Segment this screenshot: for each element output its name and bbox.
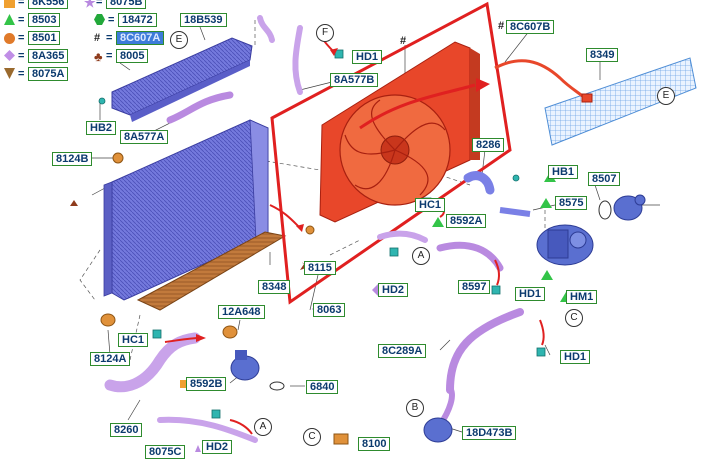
hose-8a577b — [292, 25, 303, 95]
part-label-hm1[interactable]: HM1 — [566, 290, 598, 304]
part-label-6840[interactable]: 6840 — [306, 380, 339, 394]
part-label-8597[interactable]: 8597 — [458, 280, 491, 294]
part-label-hb1[interactable]: HB1 — [548, 165, 579, 179]
fan-highlight-frame — [270, 1, 512, 305]
bracket-8124a — [100, 313, 116, 327]
connector-e-right: E — [657, 87, 675, 105]
part-label-18d473b[interactable]: 18D473B — [462, 426, 517, 440]
circle-orange-icon — [4, 33, 15, 44]
connector-f: F — [316, 24, 334, 42]
sensor-8507 — [634, 194, 646, 206]
hexagon-green-icon — [94, 14, 105, 25]
hose-8286 — [463, 171, 495, 195]
part-label-18b539[interactable]: 18B539 — [180, 13, 227, 27]
part-label-hd1-mid[interactable]: HD1 — [515, 287, 546, 301]
legend-code-8501[interactable]: 8501 — [28, 31, 61, 45]
cooling-fan-shroud — [319, 41, 480, 223]
part-label-8a577a[interactable]: 8A577A — [120, 130, 169, 144]
fan-harness-8c607b — [494, 59, 586, 100]
part-label-hash: # — [400, 35, 407, 47]
hose-8260 — [104, 332, 201, 393]
part-label-hb2[interactable]: HB2 — [86, 121, 117, 135]
part-label-8100[interactable]: 8100 — [358, 437, 391, 451]
legend-code-18472[interactable]: 18472 — [118, 13, 157, 27]
hose-8a577a — [166, 91, 234, 124]
connector-e-top: E — [170, 31, 188, 49]
part-label-8592a[interactable]: 8592A — [446, 214, 487, 228]
radiator — [103, 119, 269, 301]
triangle-down-brown-icon — [4, 68, 15, 79]
part-label-8349[interactable]: 8349 — [586, 48, 619, 62]
bracket-12a648 — [222, 325, 238, 339]
hash-icon: # — [94, 32, 101, 44]
legend-code-8c607a[interactable]: 8C607A — [116, 31, 165, 45]
part-label-8063[interactable]: 8063 — [313, 303, 346, 317]
part-label-8c289a[interactable]: 8C289A — [378, 344, 427, 358]
legend-code-8a365[interactable]: 8A365 — [28, 49, 69, 63]
part-label-8592b[interactable]: 8592B — [186, 377, 227, 391]
cap-8100 — [333, 433, 349, 445]
part-label-8286[interactable]: 8286 — [472, 138, 505, 152]
part-label-8a577b[interactable]: 8A577B — [330, 73, 379, 87]
connector-a-mid: A — [412, 247, 430, 265]
legend-code-8075b[interactable]: 8075B — [106, 0, 147, 9]
connector-c-low: C — [303, 428, 321, 446]
part-label-8260[interactable]: 8260 — [110, 423, 143, 437]
legend-code-8075a[interactable]: 8075A — [28, 67, 69, 81]
part-label-8124a[interactable]: 8124A — [90, 352, 131, 366]
part-label-hc-mid[interactable]: HC1 — [415, 198, 446, 212]
square-orange-icon — [4, 0, 15, 8]
part-label-8075c[interactable]: 8075C — [145, 445, 186, 459]
legend-code-8503[interactable]: 8503 — [28, 13, 61, 27]
legend-code-8k556[interactable]: 8K556 — [28, 0, 69, 9]
legend-code-8005[interactable]: 8005 — [116, 49, 149, 63]
club-brown-icon: ♣ — [94, 49, 103, 64]
o-ring-6840 — [269, 381, 285, 391]
connector-c-right: C — [565, 309, 583, 327]
part-label-hd1-top[interactable]: HD1 — [352, 50, 383, 64]
part-label-hd2-mid[interactable]: HD2 — [378, 283, 409, 297]
part-label-8c607b[interactable]: 8C607B — [506, 20, 555, 34]
auxiliary-pump-18d473b — [423, 417, 453, 443]
part-label-8507[interactable]: 8507 — [588, 172, 621, 186]
connector-b: B — [406, 399, 424, 417]
part-label-hash-icon: # — [498, 20, 505, 32]
part-label-hc1-left[interactable]: HC1 — [118, 333, 149, 347]
star-purple-icon: ★ — [84, 0, 96, 10]
part-label-8115[interactable]: 8115 — [304, 261, 336, 275]
drain-plug-8124b — [112, 152, 124, 164]
triangle-green-icon — [4, 14, 15, 25]
part-label-8575[interactable]: 8575 — [555, 196, 588, 210]
coolant-pump-8501 — [536, 224, 594, 266]
part-label-8348[interactable]: 8348 — [258, 280, 291, 294]
hose-8597 — [436, 241, 504, 272]
pump-8592b — [230, 350, 260, 381]
charge-air-cooler-18b539 — [111, 37, 253, 122]
part-label-12a648[interactable]: 12A648 — [218, 305, 265, 319]
hose-8c289a — [446, 308, 524, 394]
diamond-purple-icon — [4, 50, 15, 61]
part-label-hd1-low[interactable]: HD1 — [560, 350, 591, 364]
grille-mesh-8349 — [544, 57, 697, 146]
part-label-8124b[interactable]: 8124B — [52, 152, 93, 166]
connector-a-low: A — [254, 418, 272, 436]
